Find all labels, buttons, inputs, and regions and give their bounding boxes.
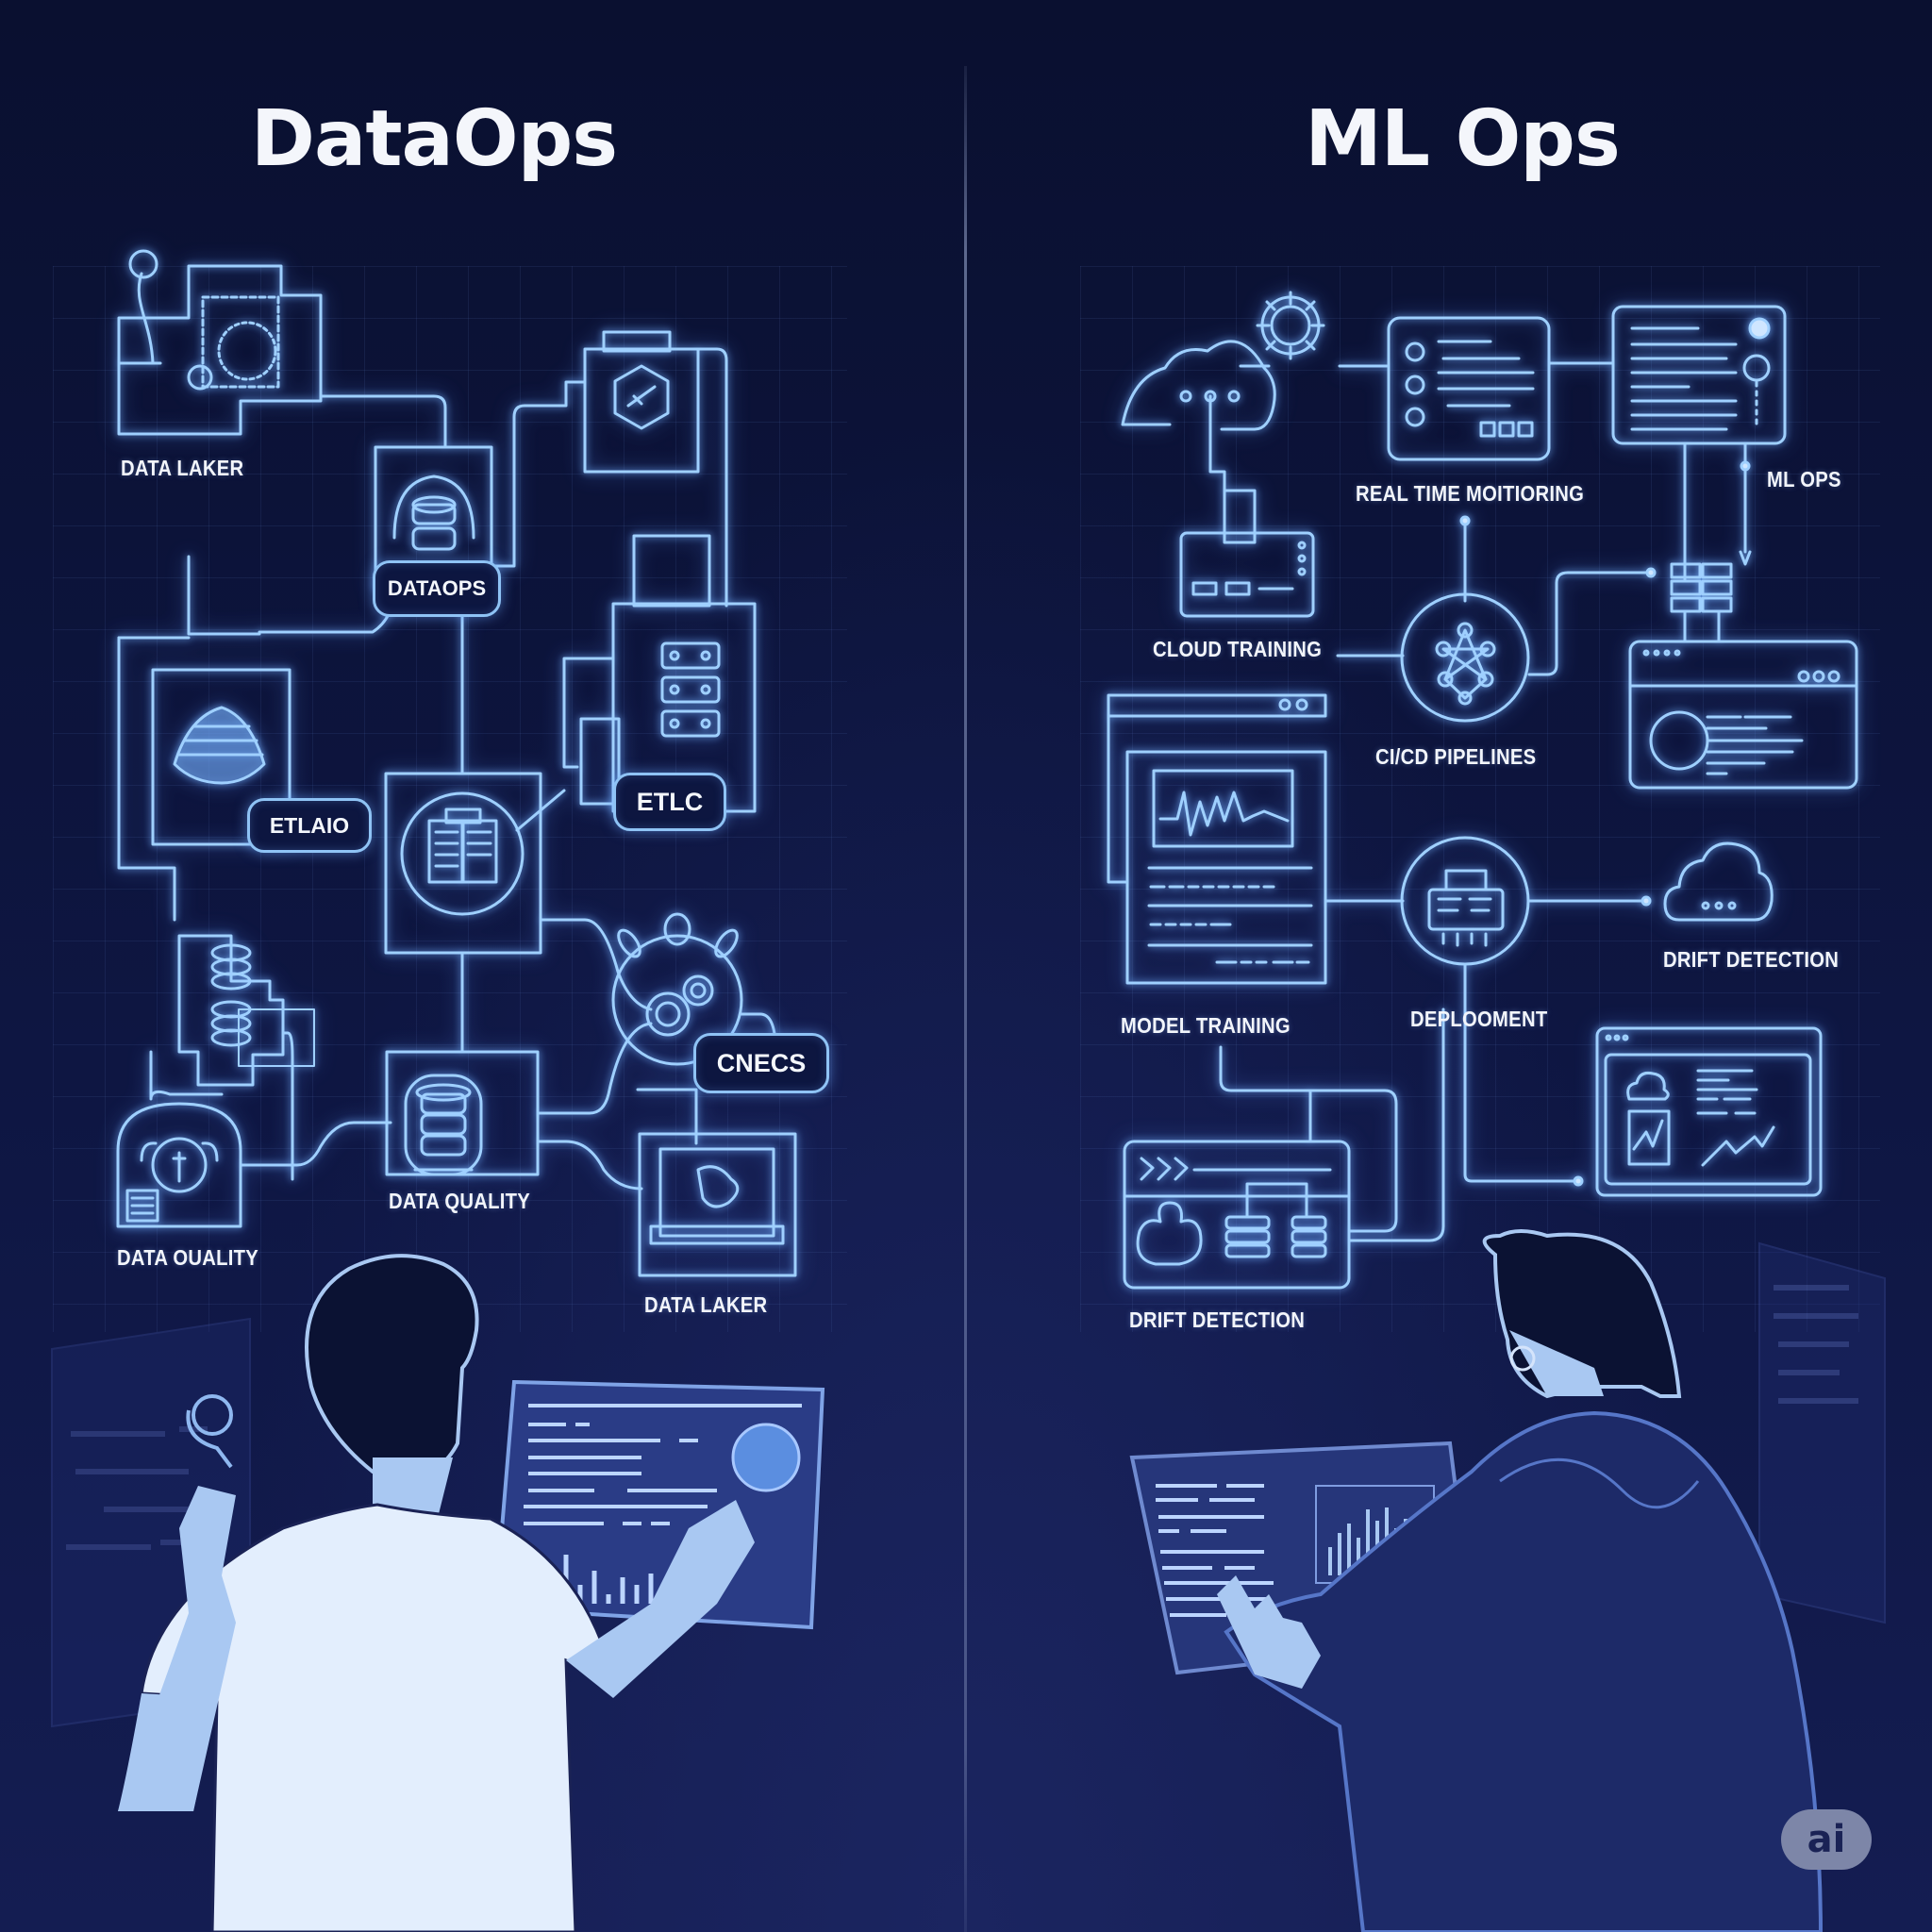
data-quality-left-label: DATA OUALITY xyxy=(117,1245,259,1270)
data-laker-bottom-label: DATA LAKER xyxy=(644,1292,768,1317)
model-training-label: MODEL TRAINING xyxy=(1121,1013,1291,1038)
monitoring-panel-icon xyxy=(1387,316,1551,461)
database-stack-icon xyxy=(177,934,315,1087)
server-stack-icon xyxy=(1670,562,1733,643)
cloud-dots-icon xyxy=(1663,841,1774,922)
lock-gear-icon xyxy=(116,1102,242,1228)
cloud-icon xyxy=(1121,340,1276,544)
background-screen-right xyxy=(1758,1241,1886,1624)
etlaio-pill: ETLAIO xyxy=(247,798,372,853)
cone-lake-icon xyxy=(151,668,291,846)
data-quality-database-icon xyxy=(385,1050,540,1176)
data-laker-top-label: DATA LAKER xyxy=(121,456,244,480)
code-panel-icon xyxy=(1611,305,1787,445)
drift-detection-bottom-label: DRIFT DETECTION xyxy=(1129,1307,1306,1332)
etlc-pill: ETLC xyxy=(613,773,726,831)
document-node-icon xyxy=(384,587,542,955)
hexagon-tool-icon xyxy=(583,330,700,474)
cloud-training-label: CLOUD TRAINING xyxy=(1153,637,1323,661)
cicd-pipelines-label: CI/CD PIPELINES xyxy=(1375,744,1537,769)
dataops-pill: DATAOPS xyxy=(373,560,501,617)
gears-cluster-icon xyxy=(611,912,743,1066)
deployment-label: DEPLOOMENT xyxy=(1410,1007,1548,1031)
drift-panel-icon xyxy=(1123,1140,1351,1290)
gear-icon xyxy=(1256,291,1325,360)
server-icon xyxy=(1179,531,1315,618)
network-monitor-icon xyxy=(638,1132,797,1277)
drift-detection-right-label: DRIFT DETECTION xyxy=(1663,947,1840,972)
dashboard-icon xyxy=(1595,1026,1823,1197)
data-laker-node-icon xyxy=(117,249,323,436)
panel-divider xyxy=(964,66,967,1932)
ai-badge: ai xyxy=(1781,1809,1872,1870)
cnecs-pill: CNECS xyxy=(693,1033,829,1093)
browser-window-icon xyxy=(1628,640,1858,790)
chart-window-icon xyxy=(1107,693,1327,985)
dataops-person-icon xyxy=(118,1254,755,1932)
neural-network-icon xyxy=(1400,592,1530,723)
mlops-small-label: ML OPS xyxy=(1767,467,1841,491)
magnifier-icon xyxy=(186,1394,233,1469)
realtime-monitoring-label: REAL TIME MOITIORING xyxy=(1356,481,1585,506)
mlops-title: ML Ops xyxy=(1305,94,1621,184)
data-quality-center-label: DATA QUALITY xyxy=(389,1189,531,1213)
dataops-title: DataOps xyxy=(250,94,618,184)
mlops-person-icon xyxy=(1217,1229,1824,1932)
